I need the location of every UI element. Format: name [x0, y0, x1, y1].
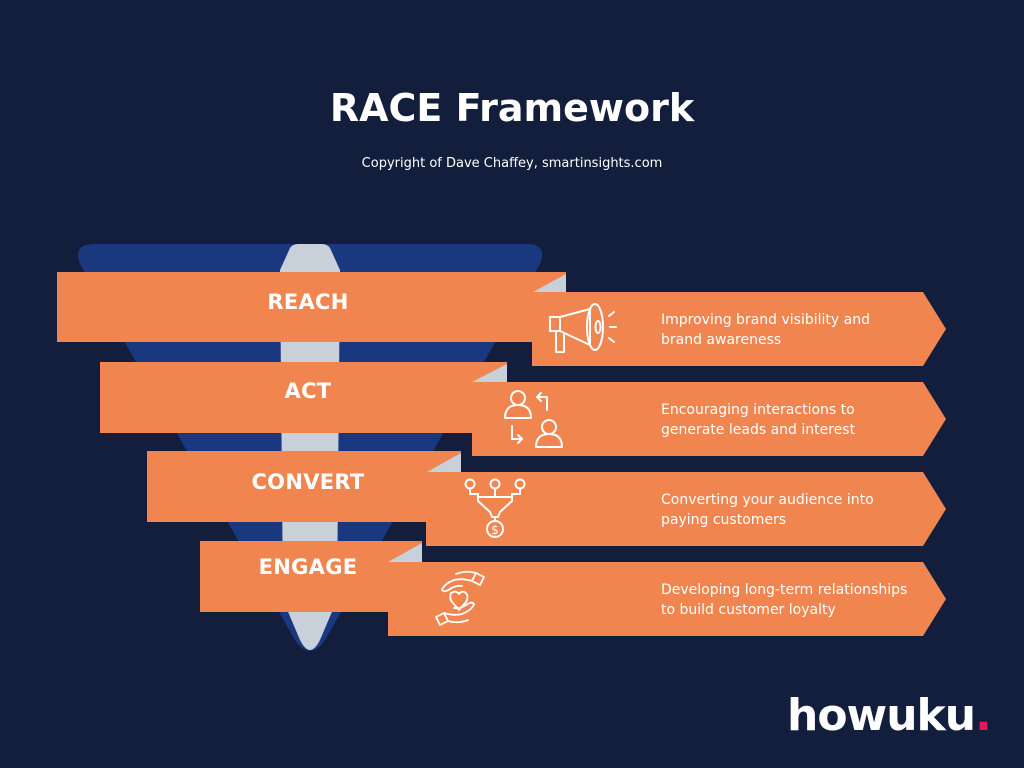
- hands-heart-icon: [435, 570, 485, 626]
- megaphone-icon: [549, 303, 617, 353]
- logo-dot: .: [975, 690, 992, 741]
- stage-desc-convert-line1: Converting your audience into: [661, 492, 874, 508]
- page-title: RACE Framework: [329, 86, 695, 130]
- stage-act: [100, 362, 946, 456]
- reach-fold-triangle: [533, 274, 566, 292]
- convert-banner: [147, 451, 461, 522]
- stage-desc-act-line2: generate leads and interest: [661, 422, 856, 438]
- stage-desc-reach-line1: Improving brand visibility and: [661, 312, 870, 328]
- stage-desc-convert: Converting your audience into paying cus…: [661, 490, 941, 530]
- stage-label-reach: REACH: [267, 290, 349, 314]
- users-exchange-icon: [504, 390, 563, 448]
- stage-desc-reach: Improving brand visibility and brand awa…: [661, 310, 941, 350]
- stage-desc-engage-line1: Developing long-term relationships: [661, 582, 908, 598]
- reach-banner: [57, 272, 566, 342]
- stage-desc-engage-line2: to build customer loyalty: [661, 602, 836, 618]
- stage-desc-reach-line2: brand awareness: [661, 332, 782, 348]
- stage-label-engage: ENGAGE: [258, 555, 358, 579]
- stage-convert: [147, 451, 946, 546]
- convert-desc-banner: [426, 472, 946, 546]
- stage-desc-convert-line2: paying customers: [661, 512, 787, 528]
- stage-desc-act: Encouraging interactions to generate lea…: [661, 400, 941, 440]
- copyright-subtitle: Copyright of Dave Chaffey, smartinsights…: [361, 156, 663, 171]
- howuku-logo: howuku.: [787, 690, 992, 741]
- svg-text:$: $: [491, 523, 499, 537]
- stage-label-convert: CONVERT: [251, 470, 365, 494]
- stage-reach: [57, 272, 946, 366]
- stage-label-act: ACT: [284, 379, 332, 403]
- reach-desc-banner: [532, 292, 946, 366]
- funnel-dollar-icon: $: [464, 478, 526, 538]
- act-desc-banner: [472, 382, 946, 456]
- convert-fold-triangle: [427, 453, 461, 472]
- stage-engage: [200, 541, 946, 636]
- stage-desc-engage: Developing long-term relationships to bu…: [661, 580, 941, 620]
- act-fold-triangle: [472, 364, 507, 382]
- engage-desc-banner: [388, 562, 946, 636]
- act-banner: [100, 362, 507, 433]
- logo-text: howuku: [787, 690, 976, 741]
- stage-desc-act-line1: Encouraging interactions to: [661, 402, 855, 418]
- engage-fold-triangle: [388, 543, 422, 562]
- engage-banner: [200, 541, 422, 612]
